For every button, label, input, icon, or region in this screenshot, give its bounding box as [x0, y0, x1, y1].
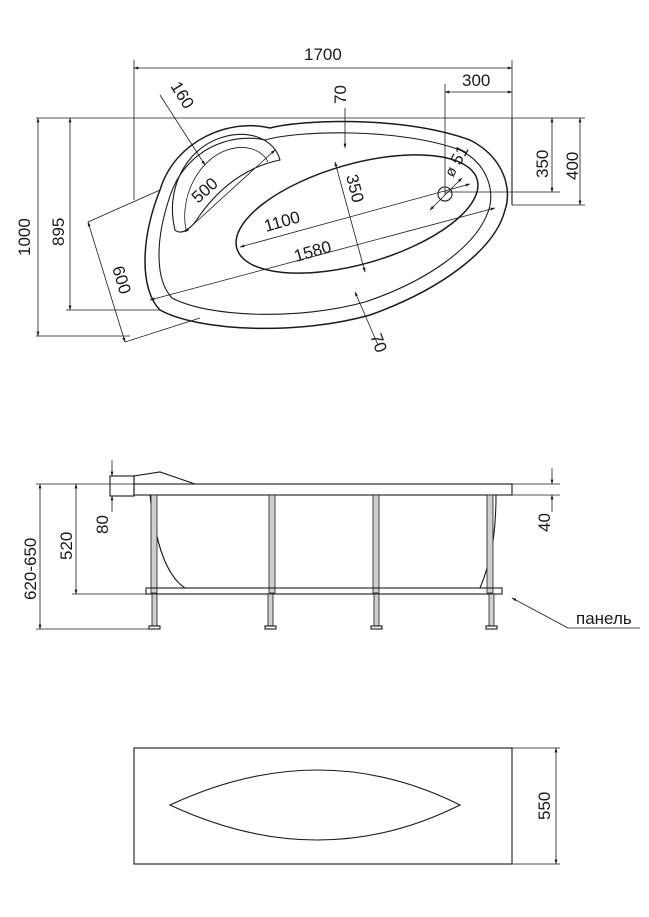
dim-offset-top-label: 70: [331, 85, 350, 104]
foot: [267, 593, 274, 627]
frame-leg: [268, 494, 276, 594]
dim-side-label: 895: [49, 218, 68, 246]
dimension-drain-dia: [429, 177, 463, 211]
frame-leg: [150, 494, 158, 594]
foot: [373, 593, 380, 627]
foot: [488, 593, 495, 627]
dim-body-height-label: 520: [57, 532, 76, 560]
side-headrest-block: [109, 475, 135, 497]
dim-width-label: 1000: [15, 218, 34, 256]
frame-base-beam: [145, 587, 503, 595]
frame-legs: [150, 494, 494, 594]
extension-line: [87, 189, 161, 223]
dim-drain-dia-symbol: ø: [442, 164, 461, 180]
front-panel: [133, 747, 513, 865]
foot-pad: [370, 625, 383, 630]
dimension-diag-length: [149, 207, 496, 301]
foot: [151, 593, 158, 627]
panel-label: панель: [576, 609, 632, 628]
dim-headrest-label: 80: [93, 515, 112, 534]
dim-drain-x-label: 300: [462, 71, 490, 90]
foot-pad: [485, 625, 498, 630]
panel-leader: [511, 597, 569, 629]
bathtub-body: [149, 494, 497, 589]
top-view: 1700 1000 895 600 400 350 300: [15, 45, 585, 355]
dimension-offset-bottom: [354, 291, 379, 346]
frame-leg: [372, 494, 380, 594]
panel-decoration: [168, 769, 462, 841]
dim-offset-bottom-label: 70: [366, 331, 390, 355]
foot-pad: [264, 625, 277, 630]
bathtub-outer-contour: [144, 120, 509, 330]
dim-r160-label: 160: [167, 78, 198, 112]
dim-length-label: 1700: [304, 45, 342, 64]
dim-corner-label: 600: [108, 264, 134, 297]
dim-diag-length-label: 1580: [292, 237, 334, 266]
panel-view: 550: [133, 747, 560, 865]
dimension-corner: [87, 221, 126, 343]
dim-r500-label: 500: [188, 174, 222, 207]
dim-inner-width-label: 350: [342, 172, 367, 204]
side-headrest: [133, 471, 196, 485]
frame-leg: [486, 494, 494, 594]
dim-drain-y-label: 350: [533, 150, 552, 178]
dim-drain-dia-label: 51: [447, 142, 473, 168]
side-view: 620-650 520 80 40 панель: [21, 460, 640, 630]
bathtub-rim: [133, 483, 513, 496]
frame-feet: [148, 593, 498, 630]
dim-rim-label: 40: [535, 513, 554, 532]
foot-pad: [148, 625, 161, 630]
dim-total-height-label: 620-650: [21, 538, 40, 600]
dim-right-depth-label: 400: [563, 152, 582, 180]
extension-line: [124, 317, 201, 343]
dim-panel-height-label: 550: [535, 792, 554, 820]
